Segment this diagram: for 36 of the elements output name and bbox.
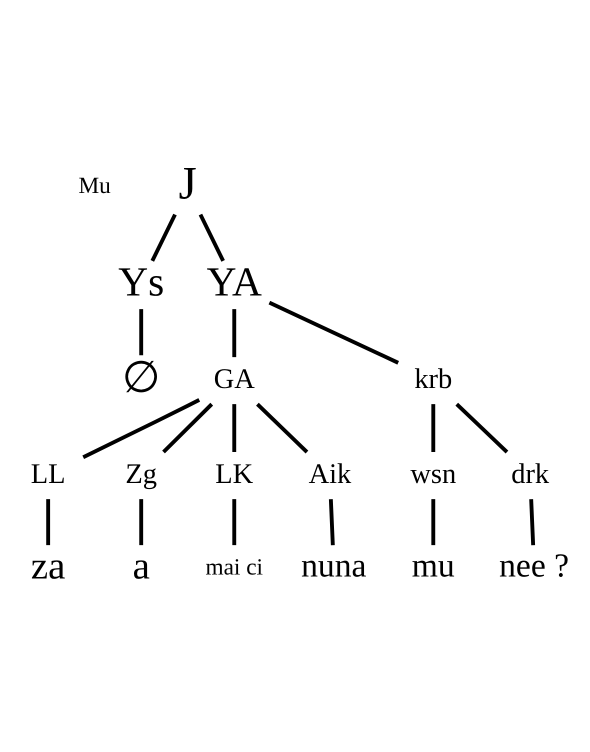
label: Mu <box>78 172 111 199</box>
node-text: wsn <box>410 458 456 490</box>
connector <box>232 404 236 452</box>
connector <box>139 499 144 546</box>
node-text: ∅ <box>122 352 160 402</box>
connector <box>529 499 536 546</box>
connector <box>455 402 508 454</box>
connector <box>198 214 225 262</box>
connector <box>431 404 436 452</box>
node-text: LL <box>30 458 66 490</box>
connector <box>46 499 50 546</box>
connector <box>232 309 236 358</box>
connector <box>328 499 335 546</box>
connector <box>82 398 200 459</box>
node-text: GA <box>214 364 255 395</box>
connector <box>431 499 436 546</box>
node-text: J <box>178 158 197 210</box>
connector <box>150 214 177 262</box>
connector <box>139 309 144 356</box>
node-text: mu <box>412 548 455 585</box>
node-text: mai ci <box>206 554 263 580</box>
node-text: YA <box>206 258 262 304</box>
node-text: Aik <box>308 458 352 490</box>
node-text: drk <box>511 458 550 490</box>
node-text: Zg <box>125 458 157 490</box>
node-text: za <box>30 544 66 588</box>
connector <box>162 402 214 454</box>
connector <box>256 402 308 454</box>
connector <box>268 300 399 365</box>
node-text: LK <box>215 458 254 490</box>
node-text: krb <box>414 364 452 395</box>
node-text: Ys <box>118 258 164 304</box>
connector <box>232 499 236 546</box>
node-text: nee ? <box>499 548 570 585</box>
node-text: a <box>132 544 150 588</box>
node-text: nuna <box>301 548 366 585</box>
